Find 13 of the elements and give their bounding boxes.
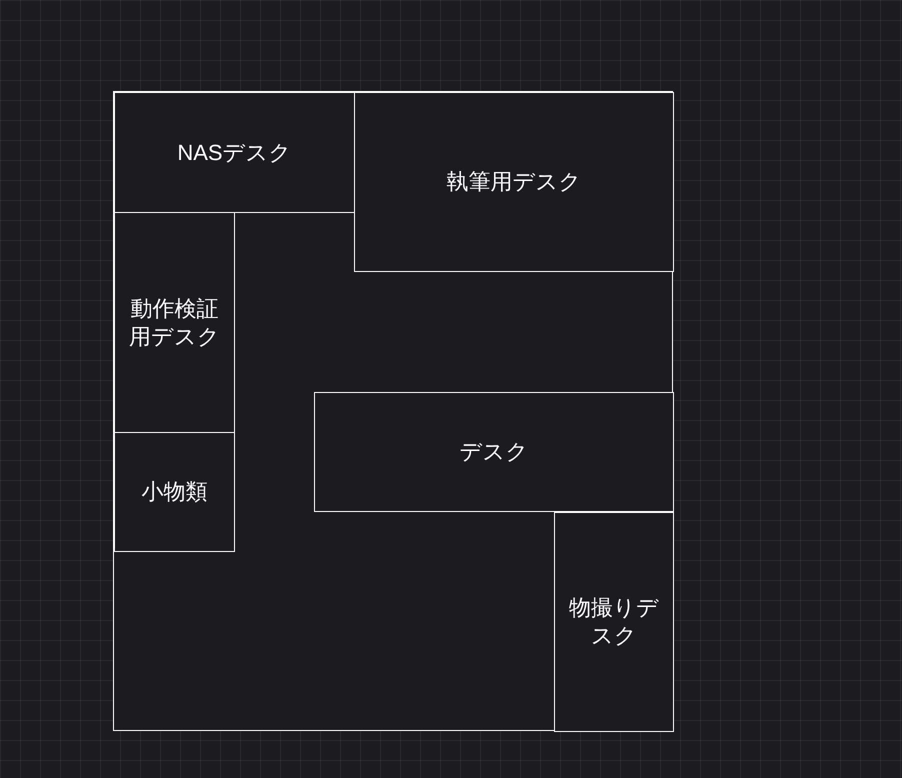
area-label: 物撮りデスク — [568, 594, 660, 650]
area-label: NASデスク — [177, 138, 292, 166]
desk-area — [114, 212, 235, 433]
desk-area — [314, 392, 674, 512]
desk-area — [114, 92, 355, 213]
area-label: 執筆用デスク — [446, 168, 582, 196]
desk-area — [554, 512, 674, 732]
desk-area — [114, 432, 235, 552]
desk-area — [354, 92, 674, 272]
area-label: デスク — [460, 438, 528, 466]
area-label: 動作検証用デスク — [128, 294, 221, 350]
room-outline — [113, 91, 673, 731]
area-label: 小物類 — [142, 478, 208, 506]
